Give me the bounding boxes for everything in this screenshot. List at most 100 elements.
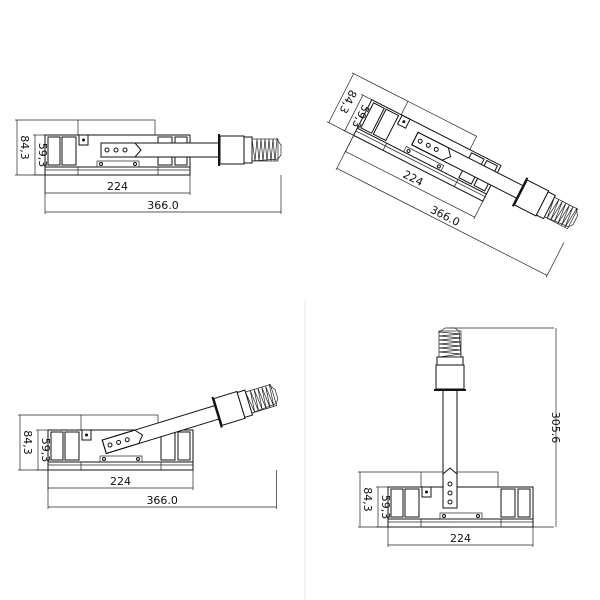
dimension-line (345, 151, 475, 218)
mount-bracket (81, 429, 92, 441)
extension-line (545, 242, 565, 278)
flange (511, 177, 529, 207)
e27-thread (251, 137, 282, 162)
lamp-block (47, 136, 61, 166)
dim-length-body: 224 (47, 470, 194, 490)
screw-base (251, 138, 279, 162)
arm-hole (113, 147, 119, 153)
inner-plate (99, 455, 143, 463)
base-joint (382, 143, 387, 151)
arm-hole (417, 138, 423, 144)
dimension-line (328, 73, 354, 123)
screw-base (543, 196, 579, 230)
swivel-arm (411, 131, 579, 230)
dim-length-total-label: 366.0 (146, 494, 178, 507)
bracket-screw (85, 433, 88, 437)
fixture-body (47, 414, 194, 471)
dim-height-body-label: 59,3 (39, 438, 52, 463)
dim-height-overall: 305.6 (450, 327, 562, 528)
swivel-arm (434, 327, 466, 509)
arm-hole (447, 490, 453, 496)
plate-screw (436, 164, 441, 169)
body-housing (387, 486, 534, 528)
dim-height-body: 59,3 (36, 429, 52, 471)
arm-hole (425, 142, 431, 148)
dim-height-total: 84,3 (358, 471, 421, 528)
screw-base (245, 384, 278, 414)
dim-height-total-label: 84,3 (361, 487, 374, 512)
dim-length-body-label: 224 (107, 180, 128, 193)
arm-hole (447, 481, 453, 487)
extension-line (342, 129, 354, 136)
e27-thread (437, 327, 462, 358)
extension-line (360, 93, 372, 101)
lamp-block (404, 488, 420, 518)
socket-cylinder (219, 135, 245, 165)
bracket-screw (425, 490, 428, 494)
dim-length-total: 366.0 (47, 470, 277, 509)
dim-height-body-label: 59,3 (36, 143, 49, 168)
lamp-block (517, 488, 531, 518)
upper-outline (77, 119, 156, 136)
dim-length-body: 224 (387, 527, 534, 547)
dim-length-total-label: 366.0 (428, 203, 462, 229)
arm-tube (442, 389, 458, 509)
socket-cylinder (435, 364, 465, 390)
extension-line (335, 135, 354, 171)
dim-length-body-label: 224 (110, 475, 131, 488)
inner-plate (96, 160, 140, 168)
lamp-block (64, 431, 80, 461)
dim-height-body-label: 59,3 (379, 495, 392, 520)
dim-length-body-label: 224 (450, 532, 471, 545)
dim-length-body: 224 (44, 175, 191, 195)
dimension-line (344, 95, 364, 131)
lamp-block (177, 431, 191, 461)
inner-plate (403, 146, 445, 172)
lamp-block (360, 102, 385, 134)
dim-length-total: 366.0 (44, 175, 282, 214)
extension-line (326, 121, 384, 151)
mount-bracket (421, 486, 432, 498)
view-3: 84,3 59,3 224 366.0 (18, 383, 279, 509)
arm-hole (107, 442, 113, 448)
e27-thread (544, 197, 578, 228)
plate-screw (442, 514, 446, 518)
dim-height-total: 84,3 (15, 119, 78, 176)
bracket-screw (82, 138, 85, 142)
arm-plate (101, 429, 144, 455)
screw-base (438, 330, 462, 358)
arm-hole (447, 499, 453, 505)
lamp-block (390, 488, 404, 518)
dim-height-total-label: 84,3 (21, 430, 34, 455)
lamp-block (500, 488, 516, 518)
swivel-arm (101, 383, 279, 455)
arm-hole (122, 147, 128, 153)
arm-hole (116, 439, 122, 445)
dim-height-overall-label: 305.6 (549, 412, 562, 444)
arm-hole (433, 146, 439, 152)
bracket-screw (402, 120, 406, 124)
screw-collar (243, 136, 253, 164)
dim-length-total-label: 366.0 (147, 199, 179, 212)
arm-hole (104, 147, 110, 153)
base-strip-line (355, 130, 486, 198)
dim-height-total-label: 84,3 (337, 88, 360, 116)
mount-bracket (78, 134, 89, 146)
arm-plate (442, 467, 458, 509)
fixture-body (387, 471, 534, 528)
plate-screw (133, 162, 137, 166)
inner-plate (439, 512, 483, 520)
arm-tube (100, 142, 220, 158)
e27-thread (245, 383, 279, 414)
view-4: 84,3 59,3 224 305.6 (358, 327, 562, 547)
flange (211, 396, 223, 428)
extension-line (351, 72, 409, 102)
plate-screw (476, 514, 480, 518)
upper-outline (420, 471, 499, 488)
dim-height-total: 84,3 (18, 414, 81, 471)
lamp-block (61, 136, 77, 166)
